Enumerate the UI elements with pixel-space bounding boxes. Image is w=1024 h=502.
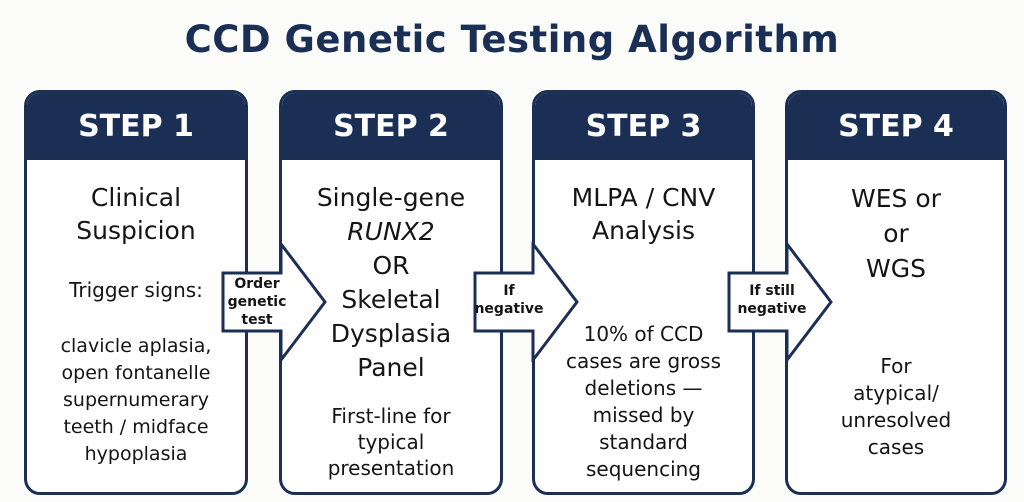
step-1-body-line: supernumerary <box>63 389 209 411</box>
step-3-body-line: cases are gross <box>565 349 721 373</box>
step-1-heading-line: Suspicion <box>76 216 196 245</box>
right-arrow-icon <box>727 242 833 362</box>
arrow-label-line: If still <box>749 283 795 299</box>
gene-name-runx2: RUNX2 <box>347 217 435 246</box>
step-1-body-line: clavicle aplasia, <box>60 335 212 357</box>
arrow-label-line: genetic <box>227 294 287 310</box>
step-2-body-line: First-line for <box>331 404 451 428</box>
step-2-heading-line: Skeletal <box>341 285 441 314</box>
step-2-box: STEP 2 Single-gene RUNX2 OR Skeletal Dys… <box>279 90 503 495</box>
right-arrow-icon <box>221 242 327 362</box>
arrow-label-line: negative <box>737 301 807 317</box>
step-3-heading-line: Analysis <box>591 216 695 245</box>
arrow-label-line: If <box>503 283 515 299</box>
step-2-body-line: typical <box>357 430 425 454</box>
arrow-step2-to-step3: If negative <box>473 242 583 362</box>
step-4-body-line: cases <box>867 435 925 459</box>
step-3-body-line: standard <box>599 430 688 454</box>
step-2-heading-line: Single-gene <box>316 183 466 212</box>
step-3-header: STEP 3 <box>535 93 752 160</box>
step-2-header: STEP 2 <box>282 93 500 160</box>
step-4-body-line: For <box>880 354 912 378</box>
step-2-heading-line: Dysplasia <box>330 319 452 348</box>
step-1-body-line: hypoplasia <box>84 443 188 465</box>
arrow-label-line: negative <box>474 301 544 317</box>
step-4-heading-line: WGS <box>866 254 926 283</box>
step-1-body-line: teeth / midface <box>63 416 209 438</box>
step-3-body-line: missed by <box>592 403 695 427</box>
step-4-header: STEP 4 <box>788 93 1004 160</box>
step-2-heading-line: Panel <box>357 353 425 382</box>
step-3-body-line: sequencing <box>586 457 701 481</box>
step-4-body-line: unresolved <box>840 408 952 432</box>
step-1-box: STEP 1 Clinical Suspicion Trigger signs:… <box>24 90 248 495</box>
step-2-heading-line: OR <box>372 251 410 280</box>
step-1-body-line: open fontanelle <box>61 362 211 384</box>
step-3-body-line: deletions — <box>584 376 703 400</box>
step-1-heading-line: Clinical <box>90 183 182 212</box>
diagram-title: CCD Genetic Testing Algorithm <box>184 18 840 61</box>
arrow-step1-to-step2: Order genetic test <box>221 242 331 362</box>
arrow-label-line: test <box>241 312 273 328</box>
step-4-body-line: atypical/ <box>853 381 939 405</box>
step-4-heading-line: WES or <box>851 184 941 213</box>
arrow-label-line: Order <box>234 276 280 292</box>
step-1-subheading: Trigger signs: <box>69 278 203 302</box>
step-4-heading-line: or <box>883 219 909 248</box>
right-arrow-icon <box>473 242 579 362</box>
step-3-body-line: 10% of CCD <box>583 322 704 346</box>
step-1-header: STEP 1 <box>27 93 245 160</box>
step-2-body-line: presentation <box>327 456 455 480</box>
arrow-step3-to-step4: If still negative <box>727 242 837 362</box>
step-3-heading-line: MLPA / CNV <box>571 183 716 212</box>
